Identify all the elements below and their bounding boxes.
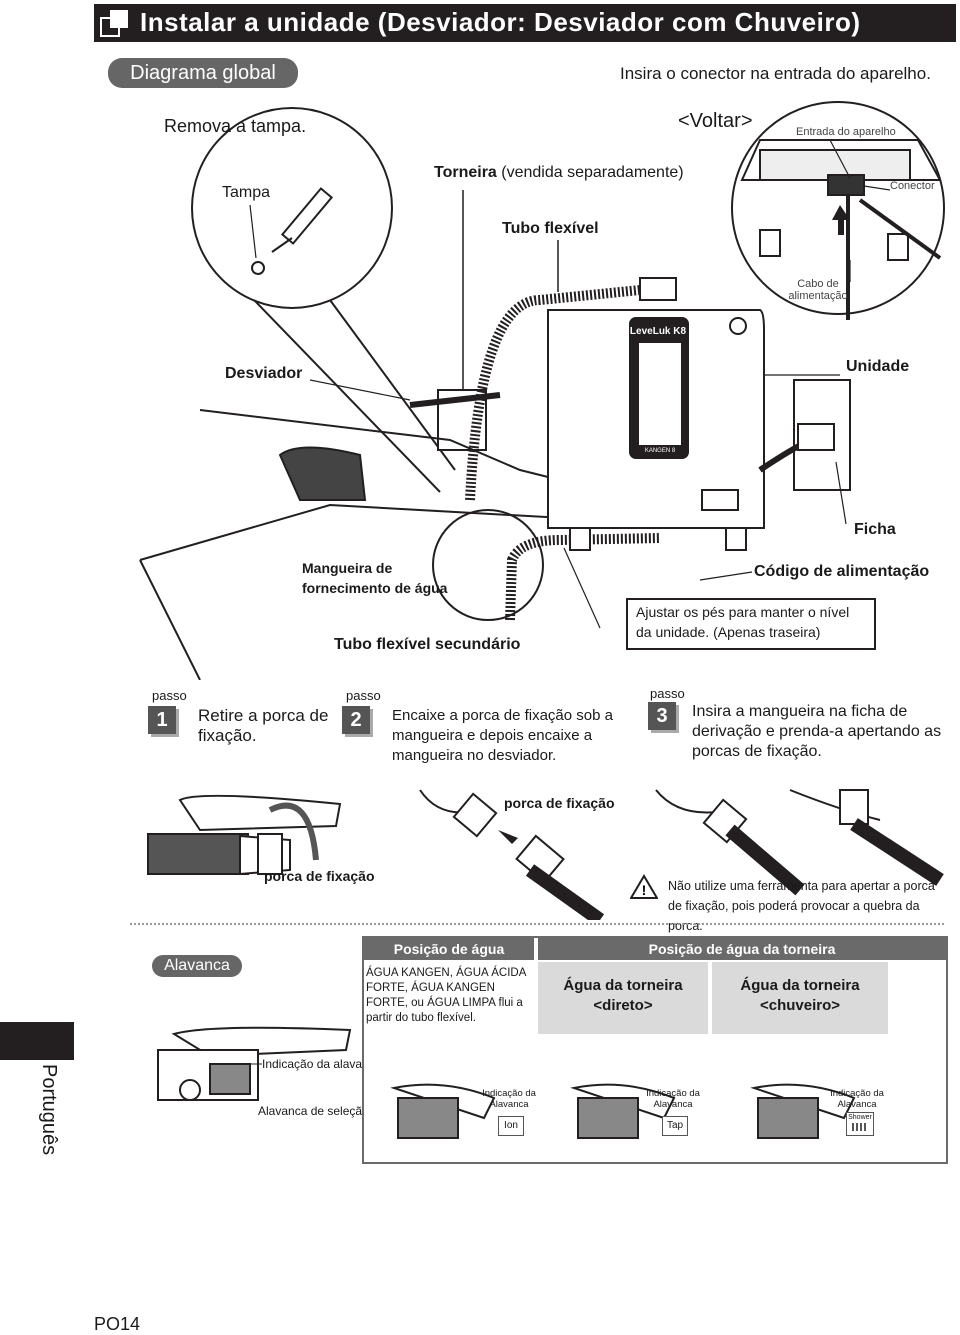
section-icon (100, 10, 128, 37)
appliance-inlet-label: Entrada do aparelho (796, 126, 896, 138)
warning-icon: ! (630, 874, 658, 899)
ion-badge: Ion (498, 1116, 524, 1136)
direct-label: Água da torneira <direto> (563, 977, 683, 1014)
faucet-label-bold: Torneira (434, 164, 497, 181)
processed-header: Posição de água processada (364, 938, 534, 979)
supply-hose-label: Mangueira de fornecimento de água (302, 560, 448, 596)
indication-label-shower: Indicação da Alavanca (830, 1088, 884, 1110)
warning-text: Não utilize uma ferramenta para apertar … (668, 879, 935, 933)
side-tab (0, 1022, 74, 1060)
indication-label-tap: Indicação da Alavanca (646, 1088, 700, 1110)
indication-label-ion: Indicação da Alavanca (482, 1088, 536, 1110)
step-2-text: Encaixe a porca de fixação sob a manguei… (392, 707, 613, 764)
faucet-drawing (139, 190, 601, 680)
adjust-feet-note: Ajustar os pés para manter o nível da un… (626, 598, 876, 650)
shower-grid-icon (852, 1123, 868, 1131)
insert-connector-label: Insira o conector na entrada do aparelho… (620, 64, 931, 83)
faucet-label: Torneira (vendida separadamente) (434, 164, 684, 182)
lever-drawing (157, 1026, 352, 1101)
tap-header: Posição de água da torneira (538, 938, 946, 960)
power-cable-label: Cabo de alimentação (788, 278, 848, 302)
svg-text:!: ! (642, 882, 647, 898)
page-number: PO14 (94, 1314, 141, 1334)
step-illustrations (147, 789, 944, 920)
tap-badge: Tap (662, 1116, 688, 1136)
unit-drawing (547, 309, 765, 551)
brand-small-text: KANGEN 8 (645, 448, 676, 454)
lever-pill: Alavanca (152, 955, 242, 977)
shower-label: Água da torneira <chuveiro> (740, 977, 860, 1014)
remove-cap-label: Remova a tampa. (164, 116, 307, 136)
brand-text: LeveLuk K8 (630, 326, 687, 337)
step-2-number: 2 (342, 706, 370, 734)
step-1-number: 1 (148, 706, 176, 734)
cap-zoom-circle (191, 107, 393, 309)
tube-zoom-circle (432, 509, 544, 621)
unit-label: Unidade (846, 358, 910, 375)
processed-text: ÁGUA KANGEN, ÁGUA ÁCIDA FORTE, ÁGUA KANG… (366, 967, 526, 1024)
shower-cell: Água da torneira <chuveiro> (712, 962, 888, 1034)
shower-badge-text: Shower (848, 1114, 872, 1121)
flex-tube-label: Tubo flexível (502, 220, 599, 237)
shower-badge: Shower (846, 1112, 874, 1136)
secondary-tube-label: Tubo flexível secundário (334, 636, 521, 653)
power-cord-label: Código de alimentação (754, 563, 930, 580)
position-drawings (390, 1083, 856, 1139)
fixing-nut-label-2: porca de fixação (504, 795, 615, 811)
direct-cell: Água da torneira <direto> (538, 962, 708, 1034)
connector-label: Conector (890, 180, 935, 192)
back-link[interactable]: <Voltar> (678, 110, 753, 132)
lever-selection-label: Alavanca de seleção (258, 1104, 369, 1118)
step-1-word: passo (152, 688, 187, 703)
plug-label: Ficha (854, 521, 896, 538)
cap-drawing (251, 187, 334, 275)
lever-indication-label: Indicação da alavanca (262, 1057, 382, 1071)
divider (130, 923, 944, 925)
position-table: Posição de água processada Posição de ág… (362, 936, 948, 1164)
diverter-label: Desviador (225, 365, 303, 382)
page-title: Instalar a unidade (Desviador: Desviador… (140, 7, 861, 37)
step-2-word: passo (346, 688, 381, 703)
faucet-label-rest: (vendida separadamente) (496, 164, 684, 181)
step-3-word: passo (650, 686, 685, 701)
step-3-number: 3 (648, 702, 676, 730)
step-3-text: Insira a mangueira na ficha de derivação… (692, 703, 942, 760)
cap-label: Tampa (222, 184, 271, 201)
overall-diagram: LeveLuk K8 KANGEN 8 (139, 101, 945, 680)
step-1-text: Retire a porca de fixação. (198, 706, 329, 745)
diagram-pill: Diagrama global (108, 58, 298, 88)
page-title-bar: Instalar a unidade (Desviador: Desviador… (94, 4, 956, 42)
fixing-nut-label-1: porca de fixação (264, 868, 375, 884)
side-language: Português (38, 1064, 60, 1156)
